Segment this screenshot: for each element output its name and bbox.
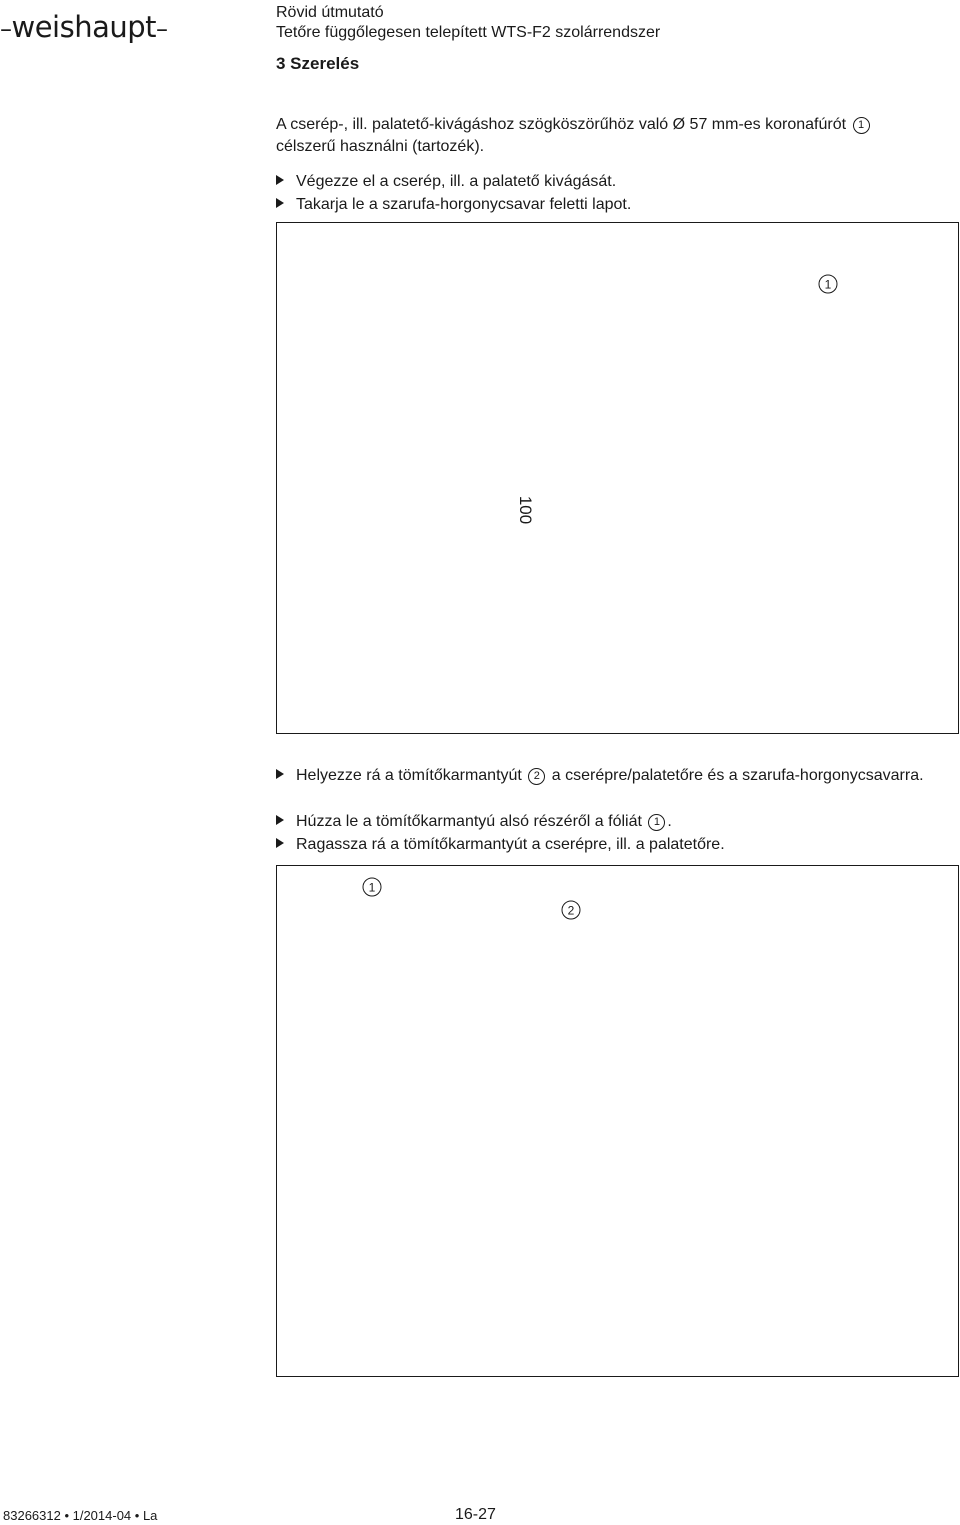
figure-seal-sleeve: 1 2 [276, 865, 959, 1377]
document-title: Rövid útmutató [276, 4, 384, 21]
callout-marker: 1 [648, 814, 666, 831]
step-text: Végezze el a cserép, ill. a palatető kiv… [296, 173, 617, 190]
step-text: Ragassza rá a tömítőkarmantyút a cserépr… [296, 836, 725, 853]
step-text-before: Helyezze rá a tömítőkarmantyút [296, 767, 522, 784]
step-text: Takarja le a szarufa-horgonycsavar felet… [296, 196, 632, 213]
figure-callout-label: 1 [825, 278, 832, 292]
weishaupt-logo: –weishaupt– [0, 10, 168, 44]
step-text-before: Húzza le a tömítőkarmantyú alsó részéről… [296, 813, 642, 830]
intro-paragraph: A cserép-, ill. palatető-kivágáshoz szög… [276, 114, 956, 158]
figure-callout-circle [362, 877, 382, 897]
logo-dash-left: – [0, 15, 12, 43]
logo-dash-right: – [156, 15, 168, 43]
figure-callout-circle [561, 900, 581, 920]
intro-text-after: célszerű használni (tartozék). [276, 138, 485, 155]
step-text-after: a cserépre/palatetőre és a szarufa-horgo… [551, 767, 924, 784]
figure-callout-label: 2 [568, 904, 575, 918]
step-arrow-icon [276, 838, 284, 848]
figure-seal-sleeve-drawing: 1 2 [362, 877, 581, 920]
section-title: 3 Szerelés [276, 54, 360, 73]
instruction-step: Húzza le a tömítőkarmantyú alsó részéről… [276, 811, 956, 833]
footer-document-code: 83266312 • 1/2014-04 • La [3, 1508, 158, 1523]
footer-page-number: 16-27 [455, 1506, 496, 1523]
figure-roof-cutout: 1 100 [276, 222, 959, 734]
instruction-step: Ragassza rá a tömítőkarmantyút a cserépr… [276, 834, 956, 856]
step-arrow-icon [276, 198, 284, 208]
instruction-step: Helyezze rá a tömítőkarmantyút 2 a cseré… [276, 765, 960, 787]
step-arrow-icon [276, 815, 284, 825]
callout-marker: 1 [852, 117, 870, 134]
step-text-after: . [667, 813, 672, 830]
intro-text-before: A cserép-, ill. palatető-kivágáshoz szög… [276, 116, 847, 133]
callout-marker: 2 [528, 768, 546, 785]
logo-text: weishaupt [11, 10, 157, 44]
figure-callout-circle [818, 274, 838, 294]
instruction-step: Végezze el a cserép, ill. a palatető kiv… [276, 171, 956, 193]
step-arrow-icon [276, 769, 284, 779]
figure-roof-cutout-drawing: 1 100 [516, 274, 838, 524]
dimension-label: 100 [516, 496, 535, 524]
instruction-step: Takarja le a szarufa-horgonycsavar felet… [276, 194, 956, 216]
document-subtitle: Tetőre függőlegesen telepített WTS-F2 sz… [276, 24, 661, 41]
step-arrow-icon [276, 175, 284, 185]
figure-callout-label: 1 [369, 881, 376, 895]
